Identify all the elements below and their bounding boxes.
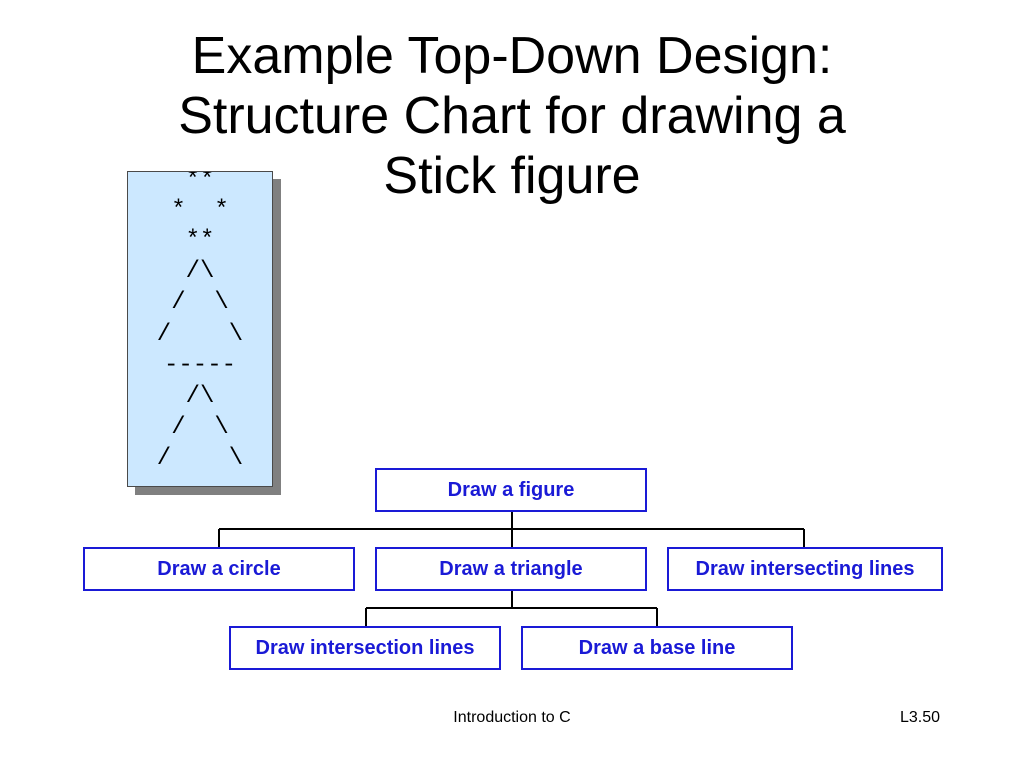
node-draw-a-triangle: Draw a triangle [375, 547, 647, 591]
node-draw-intersecting-lines: Draw intersecting lines [667, 547, 943, 591]
figure-line-triangle-3: / \ [156, 321, 244, 348]
figure-line-legs-1: /\ [185, 383, 215, 410]
title-line-1: Example Top-Down Design: [191, 27, 833, 85]
node-draw-intersection-lines: Draw intersection lines [229, 626, 501, 670]
title-line-2: Structure Chart for drawing a [178, 87, 846, 145]
figure-line-triangle-2: / \ [171, 289, 229, 316]
node-draw-a-circle: Draw a circle [83, 547, 355, 591]
figure-line-head-bottom: ** [185, 227, 215, 254]
figure-line-legs-3: / \ [156, 445, 244, 472]
node-draw-a-figure: Draw a figure [375, 468, 647, 512]
figure-line-legs-2: / \ [171, 414, 229, 441]
slide-title: Example Top-Down Design: Structure Chart… [0, 26, 1024, 206]
figure-line-head-middle: * * [171, 197, 229, 224]
figure-line-base: ----- [163, 352, 236, 379]
figure-line-triangle-1: /\ [185, 258, 215, 285]
stick-figure-box: ** * * ** /\ / \ / \ ----- /\ / \ / \ [127, 171, 273, 487]
title-line-3: Stick figure [383, 147, 641, 205]
figure-line-head-top: ** [185, 171, 215, 194]
node-draw-a-base-line: Draw a base line [521, 626, 793, 670]
footer-slide-number: L3.50 [899, 709, 940, 726]
footer-course-title: Introduction to C [453, 709, 571, 726]
